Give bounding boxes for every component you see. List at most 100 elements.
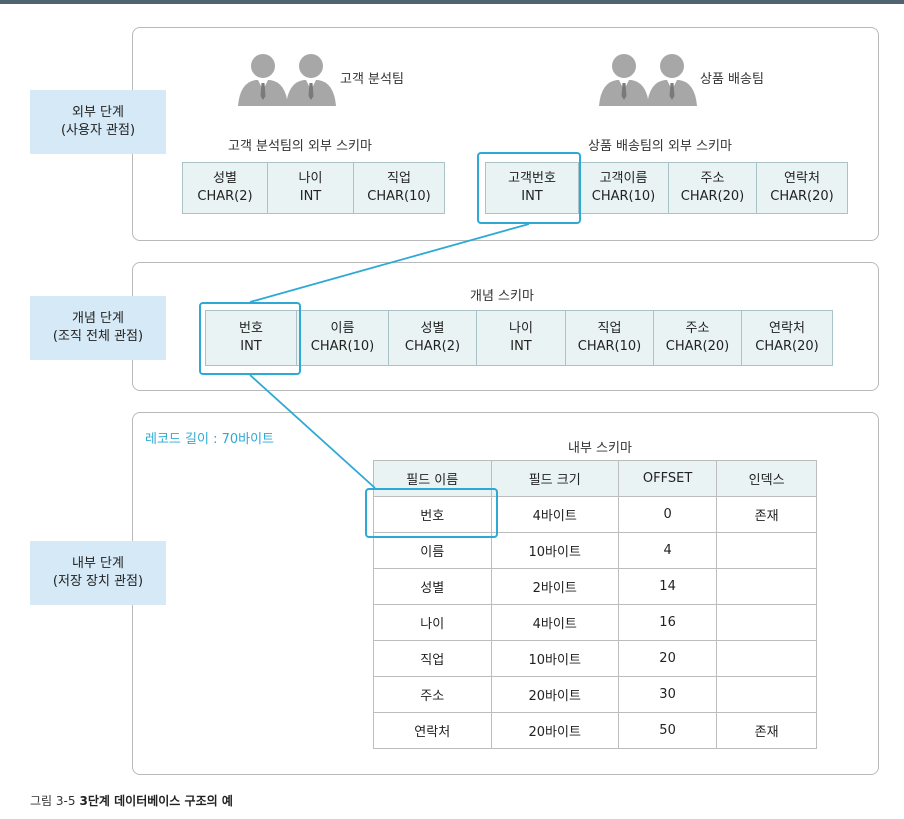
table-cell: 4 (617, 532, 718, 569)
internal-schema-title: 내부 스키마 (568, 441, 632, 456)
table-cell: 14 (617, 568, 718, 605)
conceptual-schema-row: 번호 INT 이름 CHAR(10) 성별 CHAR(2) 나이 INT 직업 … (205, 310, 833, 366)
table-cell: 직업 (373, 640, 492, 677)
schema-field: 연락처 CHAR(20) (757, 163, 847, 213)
field-name: 주소 (685, 321, 710, 336)
table-cell (716, 640, 817, 677)
field-type: CHAR(20) (680, 189, 745, 204)
top-bar (0, 0, 904, 4)
field-type: INT (521, 189, 543, 204)
table-cell: 50 (617, 712, 718, 749)
table-cell: 10바이트 (490, 532, 619, 569)
team1-label: 고객 분석팀 (340, 72, 404, 87)
user-icon (599, 54, 649, 106)
field-type: INT (240, 339, 262, 354)
external-schema2-title: 상품 배송팀의 외부 스키마 (588, 139, 732, 154)
column-header: 필드 이름 (373, 460, 492, 497)
schema-field: 주소 CHAR(20) (669, 163, 757, 213)
internal-level-view: (저장 장치 관점) (52, 574, 144, 589)
field-type: CHAR(20) (665, 339, 730, 354)
field-name: 성별 (420, 321, 445, 336)
table-cell: 존재 (716, 496, 817, 533)
schema-field: 직업 CHAR(10) (354, 163, 444, 213)
conceptual-level-label: 개념 단계 (조직 전체 관점) (30, 296, 166, 360)
schema-field: 이름 CHAR(10) (297, 311, 389, 365)
external-level-view: (사용자 관점) (60, 123, 136, 138)
schema-field: 성별 CHAR(2) (183, 163, 268, 213)
field-type: INT (299, 189, 322, 204)
field-type: CHAR(20) (770, 189, 834, 204)
field-name: 주소 (700, 171, 725, 186)
table-cell: 성별 (373, 568, 492, 605)
conceptual-schema-title: 개념 스키마 (470, 289, 534, 304)
field-type: CHAR(10) (577, 339, 642, 354)
schema-field: 주소 CHAR(20) (654, 311, 742, 365)
table-cell: 10바이트 (490, 640, 619, 677)
highlight-customer-number (477, 152, 581, 224)
conceptual-level-name: 개념 단계 (72, 311, 124, 326)
table-cell: 16 (617, 604, 718, 641)
external-schema1-row: 성별 CHAR(2) 나이 INT 직업 CHAR(10) (182, 162, 445, 214)
table-row: 나이 4바이트 16 (373, 604, 817, 641)
field-name: 나이 (298, 171, 323, 186)
table-cell: 주소 (373, 676, 492, 713)
table-cell: 4바이트 (490, 496, 619, 533)
table-cell: 0 (617, 496, 718, 533)
field-type: CHAR(2) (197, 189, 253, 204)
table-row: 성별 2바이트 14 (373, 568, 817, 605)
table-cell: 연락처 (373, 712, 492, 749)
conceptual-level-view: (조직 전체 관점) (52, 329, 144, 344)
table-cell: 20 (617, 640, 718, 677)
internal-level-label: 내부 단계 (저장 장치 관점) (30, 541, 166, 605)
schema-field: 고객이름 CHAR(10) (579, 163, 669, 213)
table-header-row: 필드 이름 필드 크기 OFFSET 인덱스 (373, 460, 817, 497)
schema-field: 연락처 CHAR(20) (742, 311, 832, 365)
field-name: 연락처 (769, 321, 805, 336)
table-row: 번호 4바이트 0 존재 (373, 496, 817, 533)
column-header: 필드 크기 (490, 460, 619, 497)
column-header: 인덱스 (716, 460, 817, 497)
external-level-name: 외부 단계 (72, 105, 124, 120)
figure-title: 3단계 데이터베이스 구조의 예 (79, 794, 233, 808)
user-icon (286, 54, 336, 106)
table-cell: 2바이트 (490, 568, 619, 605)
field-name: 이름 (330, 321, 355, 336)
table-row: 이름 10바이트 4 (373, 532, 817, 569)
schema-field: 직업 CHAR(10) (566, 311, 654, 365)
table-row: 직업 10바이트 20 (373, 640, 817, 677)
table-cell: 20바이트 (490, 676, 619, 713)
field-type: CHAR(2) (404, 339, 461, 354)
field-name: 연락처 (784, 171, 820, 186)
table-cell: 4바이트 (490, 604, 619, 641)
schema-field: 나이 INT (268, 163, 354, 213)
highlight-internal-number (365, 488, 498, 538)
figure-number: 그림 3-5 (30, 794, 76, 808)
schema-field: 고객번호 INT (486, 163, 579, 213)
table-cell (716, 604, 817, 641)
table-cell: 존재 (716, 712, 817, 749)
table-cell (716, 568, 817, 605)
field-name: 고객번호 (508, 171, 556, 186)
column-header: OFFSET (617, 460, 718, 497)
table-cell: 이름 (373, 532, 492, 569)
schema-field: 성별 CHAR(2) (389, 311, 477, 365)
field-type: CHAR(10) (310, 339, 375, 354)
table-cell (716, 532, 817, 569)
field-type: CHAR(20) (755, 339, 819, 354)
field-type: CHAR(10) (367, 189, 431, 204)
highlight-conceptual-number (199, 302, 301, 375)
team2-label: 상품 배송팀 (700, 72, 764, 87)
field-name: 나이 (509, 321, 533, 336)
external-schema2-row: 고객번호 INT 고객이름 CHAR(10) 주소 CHAR(20) 연락처 C… (485, 162, 848, 214)
field-name: 고객이름 (599, 171, 648, 186)
external-schema1-title: 고객 분석팀의 외부 스키마 (228, 139, 372, 154)
table-cell: 30 (617, 676, 718, 713)
user-icon (647, 54, 697, 106)
internal-level-name: 내부 단계 (72, 556, 124, 571)
field-name: 번호 (239, 321, 263, 336)
internal-schema-table: 필드 이름 필드 크기 OFFSET 인덱스 번호 4바이트 0 존재 이름 1… (373, 460, 817, 749)
table-row: 주소 20바이트 30 (373, 676, 817, 713)
field-name: 직업 (597, 321, 622, 336)
external-level-label: 외부 단계 (사용자 관점) (30, 90, 166, 154)
table-cell (716, 676, 817, 713)
